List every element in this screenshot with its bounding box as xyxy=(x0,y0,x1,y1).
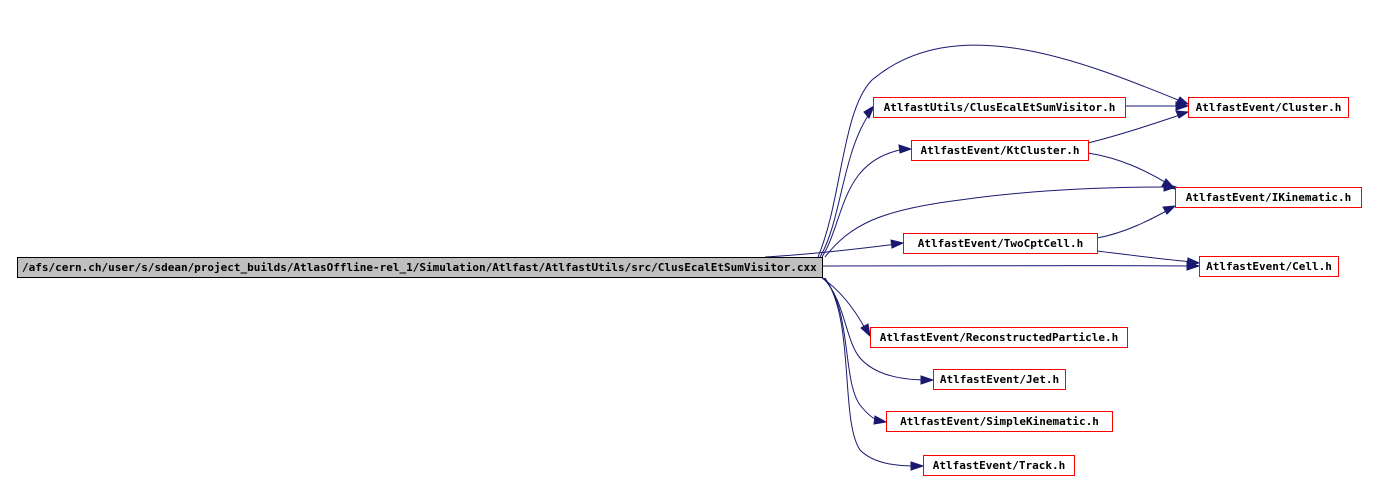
edge-ktcluster-to-cluster xyxy=(1087,113,1184,144)
arrow-root-to-ktcluster xyxy=(898,144,913,154)
edge-twocptcell-to-cell xyxy=(1096,250,1194,263)
arrow-root-to-jet xyxy=(920,375,935,385)
edge-root-to-twocptcell xyxy=(764,243,898,258)
node-clusecaletsumvisitor-h[interactable]: AtlfastUtils/ClusEcalEtSumVisitor.h xyxy=(873,97,1126,118)
edge-root-to-simple-kinematic xyxy=(823,277,881,422)
edge-root-to-ktcluster xyxy=(821,148,906,258)
node-cluster-h[interactable]: AtlfastEvent/Cluster.h xyxy=(1188,97,1349,118)
arrow-twocptcell-to-ikinematic xyxy=(1162,205,1177,215)
edge-twocptcell-to-ikinematic xyxy=(1096,208,1171,239)
edge-root-to-cluster xyxy=(817,44,1184,258)
node-cell-h[interactable]: AtlfastEvent/Cell.h xyxy=(1199,256,1339,277)
arrow-ktcluster-to-cluster xyxy=(1175,110,1190,119)
node-ktcluster-h[interactable]: AtlfastEvent/KtCluster.h xyxy=(911,140,1089,161)
edge-root-to-ikinematic xyxy=(824,186,1171,258)
arrow-root-to-reconstructed-particle xyxy=(860,323,871,338)
edge-root-to-visitor xyxy=(819,109,873,258)
arrow-root-to-visitor xyxy=(863,104,876,119)
node-simplekinematic-h[interactable]: AtlfastEvent/SimpleKinematic.h xyxy=(886,411,1113,432)
arrow-visitor-to-cluster xyxy=(1175,101,1190,111)
node-reconstructedparticle-h[interactable]: AtlfastEvent/ReconstructedParticle.h xyxy=(870,327,1128,348)
node-ikinematic-h[interactable]: AtlfastEvent/IKinematic.h xyxy=(1175,187,1362,208)
edge-root-to-jet xyxy=(822,277,928,381)
arrow-root-to-cell xyxy=(1186,261,1201,271)
edge-ktcluster-to-ikinematic xyxy=(1087,152,1171,186)
edge-root-to-track xyxy=(824,277,918,467)
arrow-root-to-track xyxy=(910,461,925,471)
node-twocptcell-h[interactable]: AtlfastEvent/TwoCptCell.h xyxy=(903,233,1098,254)
edge-root-to-reconstructed-particle xyxy=(821,277,867,331)
arrow-root-to-simple-kinematic xyxy=(873,415,888,425)
arrow-root-to-twocptcell xyxy=(890,239,905,249)
node-track-h[interactable]: AtlfastEvent/Track.h xyxy=(923,455,1075,476)
node-jet-h[interactable]: AtlfastEvent/Jet.h xyxy=(933,369,1066,390)
root-node-clusecaletsumvisitor-cxx[interactable]: /afs/cern.ch/user/s/sdean/project_builds… xyxy=(17,257,823,278)
arrow-root-to-ikinematic xyxy=(1163,182,1178,192)
